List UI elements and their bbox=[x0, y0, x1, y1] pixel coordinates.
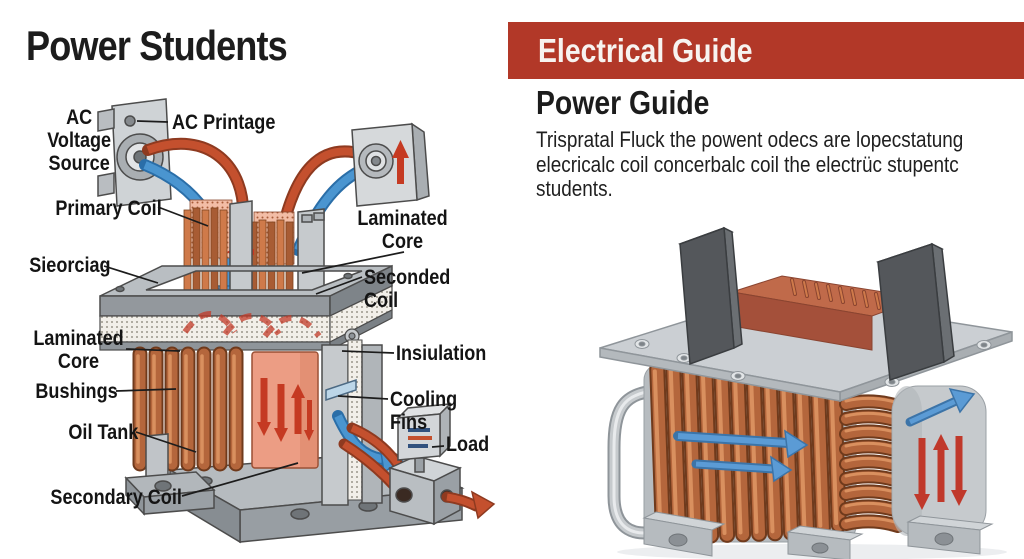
blue-diagonal-arrow-icon bbox=[905, 387, 976, 427]
frame-strap bbox=[607, 384, 661, 540]
cooling-fin-slat bbox=[325, 378, 357, 402]
leader-lines bbox=[103, 120, 445, 497]
outlet-box bbox=[351, 122, 430, 207]
insulation-band bbox=[99, 285, 393, 351]
label-ac-voltage-source: AC Voltage Source bbox=[47, 106, 111, 176]
label-cooling-fins: Cooling Fins bbox=[390, 388, 458, 435]
terminal-cube bbox=[387, 455, 463, 526]
guide-body-text: Trispratal Fluck the powent odecs are lo… bbox=[536, 127, 964, 202]
page-title-text: Power Students bbox=[26, 22, 288, 69]
label-sieorciag: Sieorciag bbox=[29, 254, 111, 277]
label-oil-tank: Oil Tank bbox=[68, 421, 138, 444]
red-up-arrow-icon bbox=[392, 140, 409, 184]
red-down-arrow-icon bbox=[257, 378, 288, 442]
heat-fins bbox=[678, 226, 955, 382]
secondary-windings bbox=[132, 346, 244, 472]
side-windings bbox=[839, 394, 905, 533]
oil-tank-cutaway bbox=[251, 351, 319, 469]
label-primary-coil: Primary Coil bbox=[55, 197, 162, 220]
transformer-diagram bbox=[97, 98, 496, 544]
label-bushings: Bushings bbox=[35, 380, 118, 403]
page-title: Power Students bbox=[26, 22, 329, 70]
left-foot-bracket bbox=[124, 433, 216, 516]
labeled-diagram-panel: Power Students bbox=[0, 0, 506, 559]
label-seconded-coil: Seconded Coil bbox=[364, 266, 451, 313]
label-ac-printage: AC Printage bbox=[172, 111, 276, 134]
label-insiulation: Insiulation bbox=[396, 342, 487, 365]
end-cap bbox=[891, 385, 987, 537]
label-laminated-core-right: Laminated Core bbox=[357, 207, 448, 254]
transformer-render bbox=[599, 226, 1013, 559]
red-up-arrow-icon bbox=[933, 434, 949, 502]
red-down-arrow-icon bbox=[304, 400, 314, 441]
blue-right-arrow-icon bbox=[673, 429, 809, 483]
banner-title: Electrical Guide bbox=[538, 31, 753, 69]
load-box bbox=[395, 402, 453, 473]
label-load: Load bbox=[446, 433, 490, 456]
mounting-feet bbox=[642, 511, 994, 559]
red-exit-arrow-icon bbox=[441, 490, 496, 520]
label-secondary-coil: Secondary Coil bbox=[50, 486, 182, 509]
guide-panel: Electrical Guide Power Guide Trispratal … bbox=[506, 0, 1024, 559]
label-laminated-core-left: Laminated Core bbox=[33, 327, 124, 374]
red-up-arrow-icon bbox=[291, 384, 305, 434]
guide-heading: Power Guide bbox=[536, 84, 710, 121]
flux-arcs bbox=[182, 311, 322, 338]
red-down-arrow-icon bbox=[914, 436, 967, 510]
banner: Electrical Guide bbox=[508, 22, 1024, 79]
